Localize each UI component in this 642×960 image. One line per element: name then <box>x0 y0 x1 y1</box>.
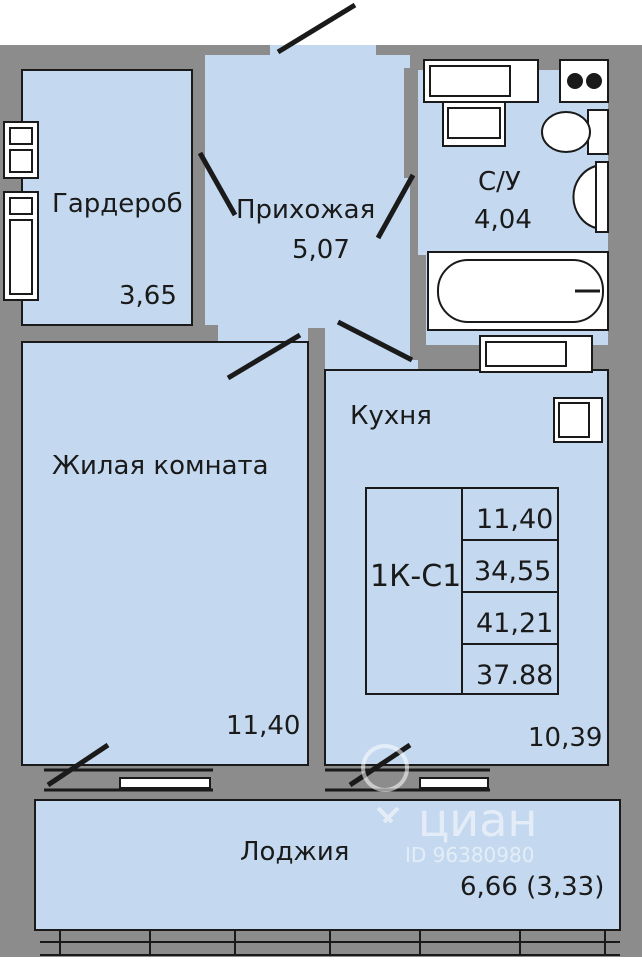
living-area: 11,40 <box>226 711 300 741</box>
summary-value-1: 11,40 <box>476 504 553 535</box>
kitchen-upper-floor <box>325 300 420 360</box>
wall-wardrobe-right-bottom <box>192 232 205 327</box>
toilet-icon <box>541 109 609 155</box>
wall-pier-left <box>22 765 44 800</box>
hallway-name: Прихожая <box>236 195 375 225</box>
watermark-id: ID 96380980 <box>405 843 534 867</box>
bathroom-name: С/У <box>478 167 521 197</box>
kitchen-name: Кухня <box>350 401 432 431</box>
wardrobe-area: 3,65 <box>119 281 177 311</box>
watermark-brand: циан <box>418 793 537 847</box>
bathroom-door <box>375 173 416 240</box>
bathtub-icon <box>427 251 609 331</box>
wall-wardrobe-bottom <box>22 325 218 342</box>
summary-value-4: 37.88 <box>476 660 553 691</box>
kitchen-door <box>336 319 414 363</box>
balcony-door-living <box>44 742 213 792</box>
washing-machine <box>442 101 506 147</box>
summary-table <box>365 487 559 695</box>
living-door <box>226 332 302 381</box>
door-swings <box>197 2 416 381</box>
wardrobe-door <box>197 151 238 217</box>
summary-value-3: 41,21 <box>476 608 553 639</box>
wall-wardrobe-right-top <box>192 68 205 153</box>
loggia-area: 6,66 (3,33) <box>460 872 604 902</box>
hallway-floor <box>205 55 410 345</box>
wardrobe-floor <box>22 70 192 325</box>
loggia-floor <box>35 800 620 930</box>
loggia-railing <box>40 929 620 956</box>
wardrobe-name: Гардероб <box>52 189 183 219</box>
wall-bath-left-top <box>404 68 418 178</box>
apartment-code: 1К-С1 <box>370 559 461 594</box>
wall-right <box>608 55 642 800</box>
kitchen-sink-icon <box>553 397 603 443</box>
wall-pier-center <box>213 765 321 800</box>
bathroom-area: 4,04 <box>474 205 532 235</box>
wall-pier-right <box>490 765 608 800</box>
hallway-area: 5,07 <box>292 235 350 265</box>
bath-cabinet-lower <box>479 335 593 373</box>
window-left-lower <box>3 191 39 301</box>
wall-bath-left-bottom <box>410 255 426 360</box>
hallway-lower-floor <box>205 300 325 340</box>
living-name: Жилая комната <box>52 451 269 481</box>
stove-icon <box>559 59 609 103</box>
sink-icon <box>572 161 609 233</box>
bath-cabinet <box>423 59 539 103</box>
summary-value-2: 34,55 <box>474 556 551 587</box>
kitchen-area: 10,39 <box>528 723 602 753</box>
window-left-upper <box>3 121 39 179</box>
living-floor <box>22 342 308 765</box>
wall-living-kitchen <box>308 328 325 765</box>
loggia-name: Лоджия <box>240 837 349 867</box>
cian-logo-icon <box>361 744 410 824</box>
entry-door <box>276 2 357 55</box>
